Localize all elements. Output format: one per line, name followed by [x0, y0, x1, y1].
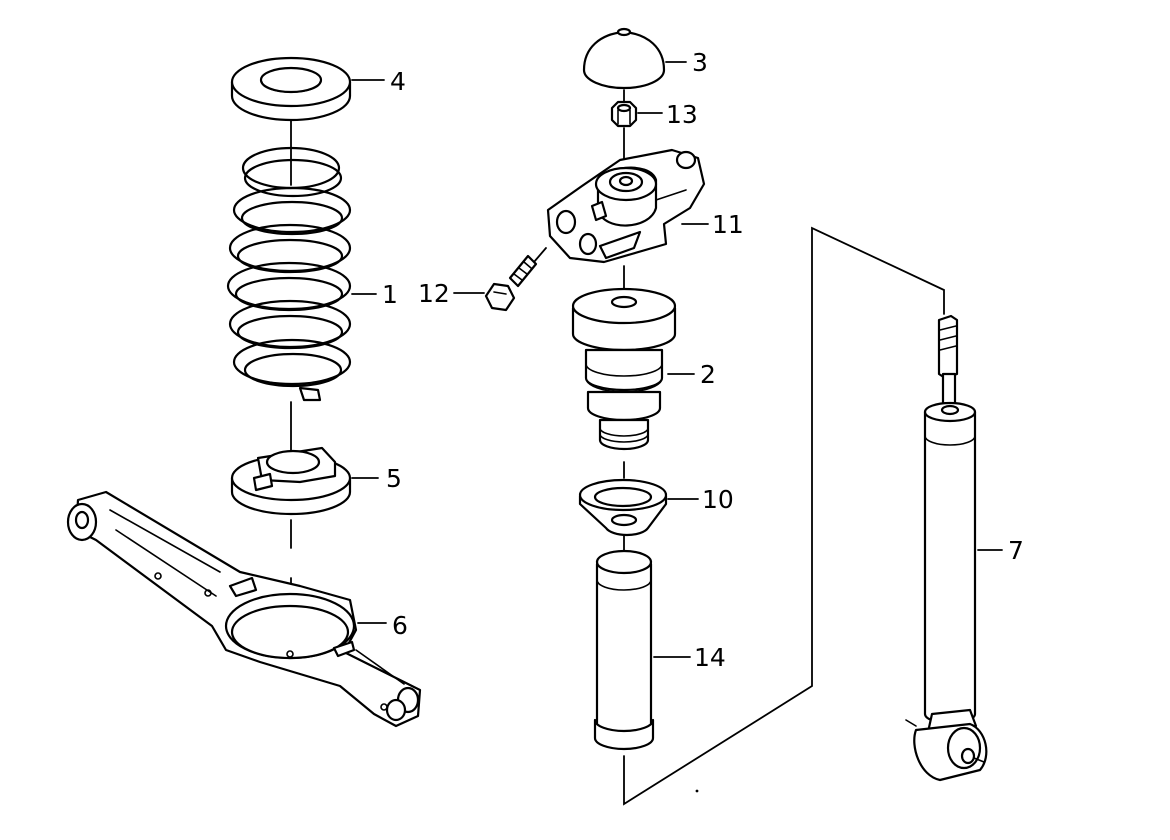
part-12-bolt [484, 254, 538, 312]
part-10-protective-cup [578, 478, 668, 537]
part-4-upper-spring-seat [230, 56, 352, 122]
part-5-lower-spring-seat [230, 446, 352, 516]
callout-12: 12 [418, 279, 450, 308]
callout-7: 7 [1008, 536, 1024, 565]
callout-1: 1 [382, 280, 398, 309]
callout-2: 2 [700, 360, 716, 389]
part-7-shock-absorber [905, 314, 988, 782]
callout-11: 11 [712, 210, 744, 239]
axis-line-bolt-mount [533, 247, 547, 263]
callout-10: 10 [702, 485, 734, 514]
callout-14: 14 [694, 643, 726, 672]
callout-3: 3 [692, 48, 708, 77]
part-3-dust-cap [582, 27, 666, 90]
part-1-coil-spring [226, 146, 352, 402]
part-6-trailing-arm [66, 490, 422, 728]
callout-13: 13 [666, 100, 698, 129]
part-13-nut [610, 100, 638, 128]
part-14-dust-boot [593, 549, 655, 751]
callout-4: 4 [390, 67, 406, 96]
connector-line-boot-shock [623, 226, 945, 806]
callout-5: 5 [386, 464, 402, 493]
part-2-bump-stop [571, 287, 677, 451]
callout-6: 6 [392, 611, 408, 640]
stray-dot [695, 789, 699, 793]
part-11-strut-mount [546, 148, 706, 264]
